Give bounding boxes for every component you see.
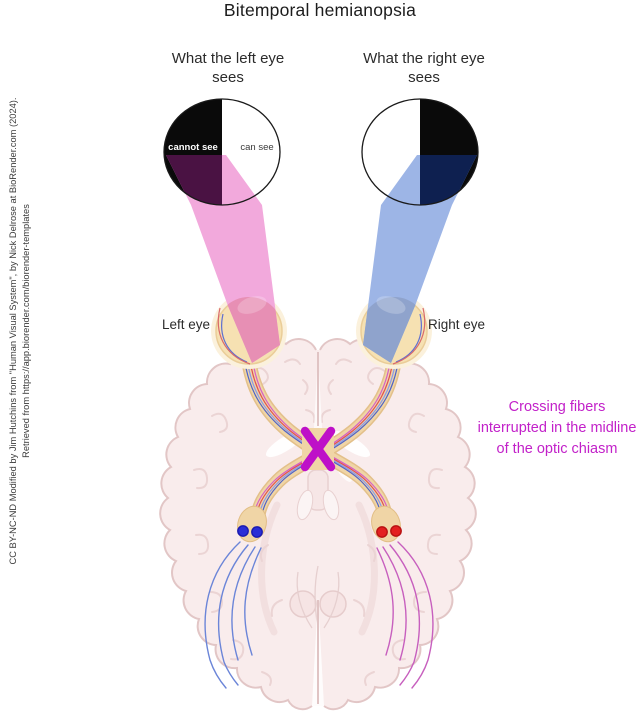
optic-radiations-left — [204, 541, 262, 689]
right-beam-on-eye — [363, 297, 428, 363]
left-eye-beam — [166, 155, 280, 363]
left-retina-fibers — [217, 307, 251, 365]
cannot-see-label: cannot see — [168, 142, 218, 153]
left-eye-label: Left eye — [161, 317, 210, 332]
left-eye-lens — [237, 296, 267, 314]
brain — [159, 338, 477, 711]
right-lgn-dot-2 — [390, 525, 402, 537]
attribution-line-1: CC BY-NC-ND Modified by Jim Hutchins fro… — [8, 97, 18, 565]
right-field-outline — [361, 98, 479, 206]
attribution: CC BY-NC-ND Modified by Jim Hutchins fro… — [7, 12, 32, 650]
attribution-line-2: Retrieved from https://app.biorender.com… — [20, 204, 31, 458]
can-see-label: can see — [240, 142, 274, 153]
chiasm-annotation: Crossing fibers interrupted in the midli… — [477, 399, 637, 457]
right-lgn-dot-1 — [376, 526, 388, 538]
optic-chiasm — [300, 426, 336, 472]
right-eye-label: Right eye — [428, 317, 486, 332]
left-field-outline — [163, 98, 281, 206]
left-lgn-dot-2 — [251, 526, 263, 538]
page-title: Bitemporal hemianopsia — [223, 0, 417, 20]
left-field-heading: What the left eye sees — [171, 50, 285, 86]
right-eye-beam — [363, 155, 477, 363]
optic-radiations-right — [376, 541, 434, 689]
chiasm-x-mark — [300, 426, 336, 472]
right-eye-lens — [376, 296, 406, 314]
left-beam-on-eye — [215, 297, 280, 363]
right-retina-fibers — [392, 307, 426, 365]
left-lgn-dot-1 — [237, 525, 249, 537]
right-field-heading: What the right eye sees — [363, 50, 485, 86]
brain-midline-structures — [289, 352, 347, 706]
lgn-terminals — [237, 505, 402, 543]
